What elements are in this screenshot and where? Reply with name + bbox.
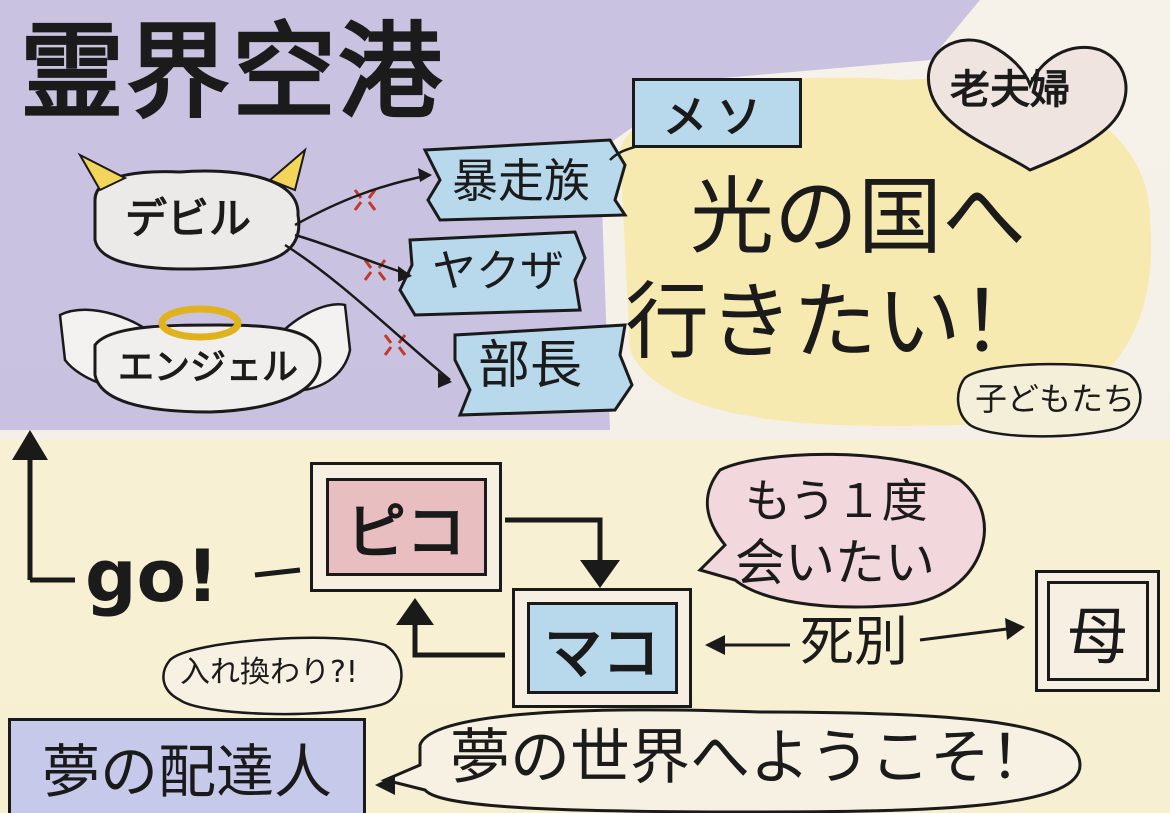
wish-line-2: 行きたい！ (625, 273, 1046, 371)
welcome-dream-world-label: 夢の世界へようこそ！ (450, 723, 1050, 793)
want-to-meet-line-2: 会いたい (735, 534, 935, 592)
want-to-meet-line-1: もう１度 (745, 474, 928, 528)
mako-label: マコ (543, 619, 660, 687)
dream-deliverer-box: 夢の配達人 (8, 718, 366, 813)
bereavement-label: 死別 (800, 610, 908, 673)
piko-box: ピコ (310, 462, 502, 592)
elderly-couple-label: 老夫婦 (950, 67, 1070, 113)
children-label: 子どもたち (975, 380, 1136, 418)
mother-inner: 母 (1046, 581, 1149, 681)
mother-box: 母 (1035, 570, 1160, 692)
piko-inner: ピコ (325, 478, 487, 576)
meso-box: メソ (632, 78, 802, 148)
angel-label: エンジェル (118, 347, 299, 388)
devil-label: デビル (125, 194, 252, 243)
dream-deliverer-label: 夢の配達人 (41, 738, 332, 806)
group-bosozoku: 暴走族 (452, 154, 590, 208)
mother-label: 母 (1066, 600, 1129, 673)
wish-line-1: 光の国へ (690, 168, 1027, 266)
mako-inner: マコ (526, 602, 678, 694)
page-title: 霊界空港 (20, 11, 445, 133)
mako-box: マコ (512, 588, 692, 708)
piko-label: ピコ (346, 497, 466, 568)
meso-label: メソ (663, 92, 771, 143)
group-bucho: 部長 (478, 336, 583, 396)
go-label: go! (85, 534, 219, 618)
group-yakuza: ヤクザ (432, 246, 564, 297)
swap-label: 入れ換わり?! (180, 655, 358, 690)
